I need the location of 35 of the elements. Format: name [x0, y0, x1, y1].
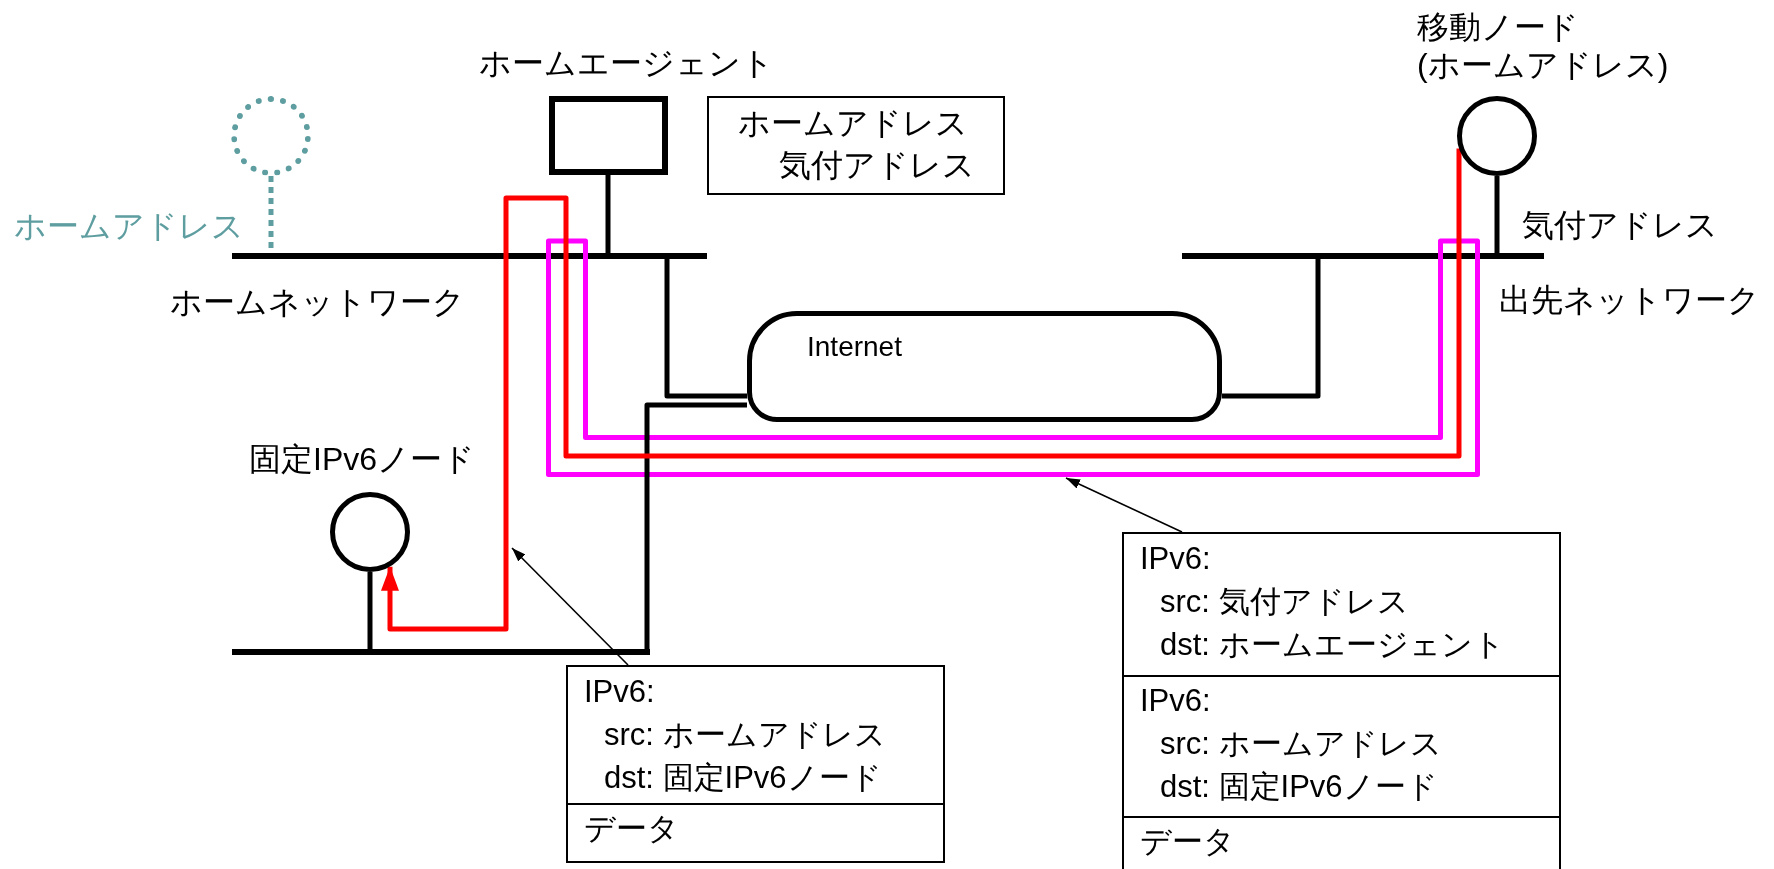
key-label: ホームアドレス [738, 104, 968, 142]
packet-field: dst: ホームエージェント [1160, 626, 1505, 664]
packet-field: IPv6: [1140, 682, 1211, 720]
key-box [707, 96, 1005, 195]
address-label: ホームアドレス [14, 207, 244, 245]
packet-field: src: 気付アドレス [1160, 583, 1409, 621]
packet-field: src: ホームアドレス [604, 716, 886, 754]
packet-field: IPv6: [1140, 540, 1211, 578]
packet-box [566, 665, 945, 863]
leader-line [1065, 477, 1183, 533]
leader-line [511, 547, 629, 666]
connector-line [367, 572, 373, 649]
network-label: 出先ネットワーク [1499, 281, 1760, 319]
connector-line [1222, 259, 1321, 399]
network-label: ホームネットワーク [170, 283, 465, 321]
packet-field: IPv6: [584, 673, 655, 711]
node-label: 固定IPv6ノード [249, 440, 476, 478]
key-label: 気付アドレス [779, 146, 975, 184]
node-label: ホームエージェント [477, 44, 775, 82]
network-label: Internet [807, 330, 902, 364]
address-label: 気付アドレス [1522, 206, 1718, 244]
packet-box [1122, 532, 1561, 869]
connector-line [1494, 176, 1500, 253]
packet-field: src: ホームアドレス [1160, 725, 1442, 763]
arrow [381, 148, 1462, 632]
packet-field: データ [1140, 823, 1235, 861]
packet-field: データ [584, 810, 679, 848]
connector-line [644, 402, 747, 649]
tunnel-path [546, 238, 1480, 477]
connector-line [605, 175, 611, 253]
network-cloud [747, 311, 1222, 422]
packet-field: dst: 固定IPv6ノード [604, 759, 882, 797]
node-label: 移動ノード (ホームアドレス) [1417, 8, 1670, 84]
connector-line [664, 259, 747, 399]
packet-field: dst: 固定IPv6ノード [1160, 768, 1438, 806]
